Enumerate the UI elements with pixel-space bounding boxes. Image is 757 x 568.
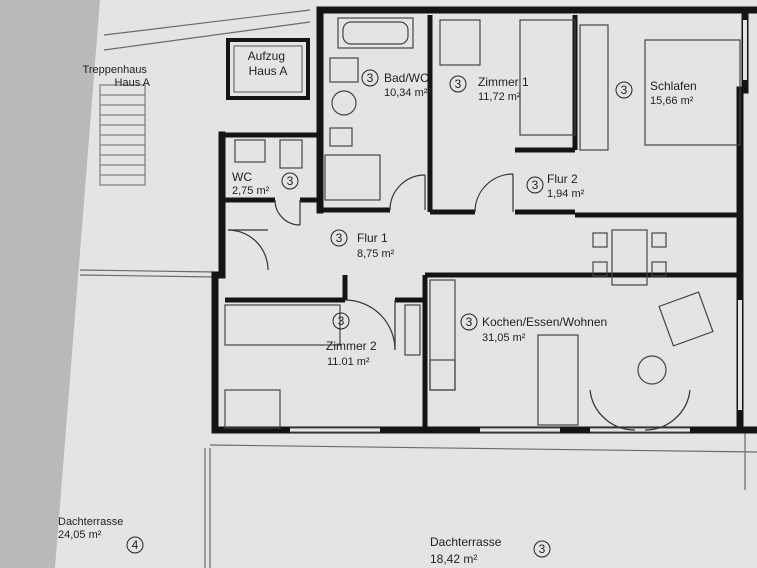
marker-kochen [460,313,478,331]
marker-flur1-text: 3 [336,231,343,245]
toilet-bad [329,127,353,147]
interior-walls [222,15,740,430]
dining-table [611,229,648,286]
area-bad: 10,34 m² [384,87,428,99]
area-kochen: 31,05 m² [482,332,526,344]
stairwell [99,84,146,186]
marker-terrace-left [126,536,144,554]
marker-wc-text: 3 [287,174,294,188]
bathtub [337,17,414,49]
marker-flur1 [330,229,348,247]
coffee-table [637,355,667,385]
wardrobe-schlafen [579,24,609,151]
stairwell-label-line2: Haus A [115,77,151,89]
area-zimmer2: 11.01 m² [327,356,370,368]
elevator-label: Aufzug Haus A [248,49,289,78]
elevator-shaft [226,38,310,100]
area-terrace-right: 18,42 m² [430,552,477,566]
room-wc: 3 WC 2,75 m² [232,170,299,197]
room-kochen: 3 Kochen/Essen/Wohnen 31,05 m² [460,313,607,344]
marker-zimmer2 [332,312,350,330]
room-flur2: 3 Flur 2 1,94 m² [526,172,585,200]
stairwell-label: Treppenhaus Haus A [83,64,151,89]
marker-zimmer1 [449,75,467,93]
area-flur2: 1,94 m² [547,188,585,200]
name-kochen: Kochen/Essen/Wohnen [482,315,607,329]
area-flur1: 8,75 m² [357,248,395,260]
door-swings [227,173,691,431]
room-zimmer2: 3 Zimmer 2 11.01 m² [326,312,377,368]
sink-bad [329,57,359,83]
elevator-label-line2: Haus A [249,64,288,78]
paper-sheet [55,0,757,568]
sink-wc [234,139,266,163]
room-flur1: 3 Flur 1 8,75 m² [330,229,395,260]
wardrobe-z1 [439,19,481,66]
toilet-wc [279,139,303,169]
name-zimmer2: Zimmer 2 [326,339,377,353]
armchair [658,291,714,347]
stairwell-label-line1: Treppenhaus [83,64,148,76]
area-zimmer1: 11,72 m² [478,91,521,103]
marker-terrace-right [533,540,551,558]
room-zimmer1: 3 Zimmer 1 11,72 m² [449,75,529,103]
room-bad: 3 Bad/WC 10,34 m² [361,69,429,99]
name-bad: Bad/WC [384,71,429,85]
area-terrace-left: 24,05 m² [58,529,102,541]
furniture [224,17,741,429]
name-terrace-right: Dachterrasse [430,535,502,549]
elevator-label-line1: Aufzug [248,49,285,63]
marker-schlafen-text: 3 [621,83,628,97]
name-flur1: Flur 1 [357,231,388,245]
windows [290,20,747,432]
terrace-right: Dachterrasse 18,42 m² 3 [430,535,551,566]
area-wc: 2,75 m² [232,185,270,197]
marker-bad [361,69,379,87]
name-flur2: Flur 2 [547,172,578,186]
name-terrace-left: Dachterrasse [58,516,123,528]
marker-kochen-text: 3 [466,315,473,329]
shower [331,90,357,116]
window-frames [290,427,690,433]
marker-terrace-right-text: 3 [539,542,546,556]
name-wc: WC [232,170,252,184]
marker-zimmer2-text: 3 [338,314,345,328]
marker-bad-text: 3 [367,71,374,85]
marker-flur2-text: 3 [532,178,539,192]
name-schlafen: Schlafen [650,79,697,93]
stove [429,359,456,391]
sofa [537,334,579,426]
name-zimmer1: Zimmer 1 [478,75,529,89]
bed-schlafen [644,39,741,146]
marker-schlafen [615,81,633,99]
marker-terrace-left-text: 4 [132,538,139,552]
outer-guide-lines [79,9,757,568]
cabinet-flur [404,304,421,356]
bed-z1 [519,19,576,136]
bed-z2 [224,304,341,346]
marker-wc [281,172,299,190]
desk-z2 [224,389,281,429]
area-schlafen: 15,66 m² [650,95,694,107]
marker-flur2 [526,176,544,194]
elevator-cabin [233,45,303,93]
washer [324,154,381,201]
terrace-left: Dachterrasse 24,05 m² 4 [58,516,144,554]
marker-zimmer1-text: 3 [455,77,462,91]
room-schlafen: 3 Schlafen 15,66 m² [615,79,697,107]
